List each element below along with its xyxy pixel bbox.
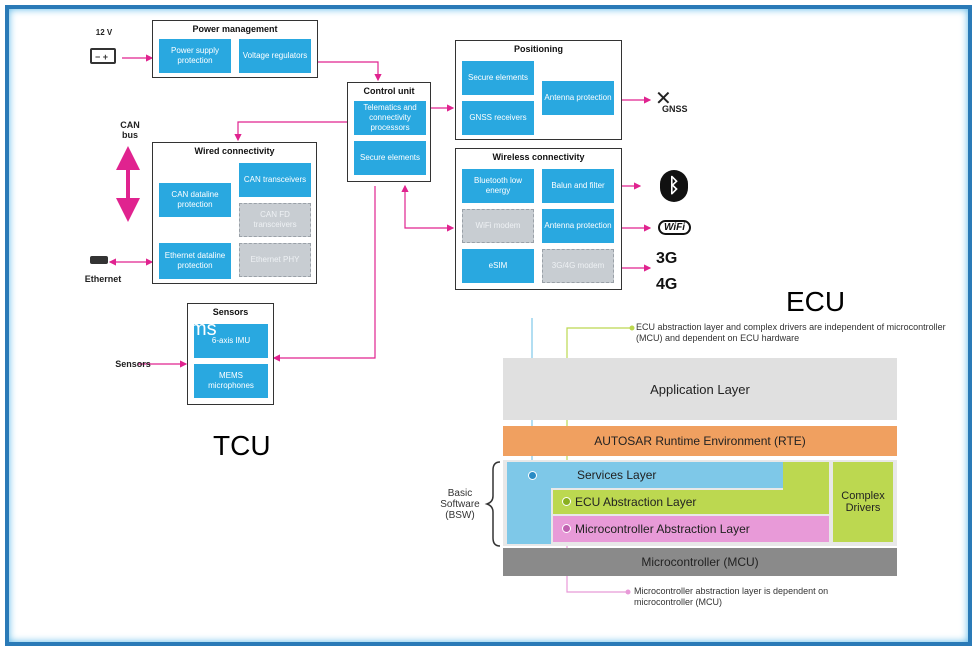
can-bus-label: CAN bus — [120, 120, 140, 140]
bluetooth-icon: ᛒ — [660, 170, 688, 202]
gnss-receivers-block: GNSS receivers — [462, 101, 534, 135]
ethernet-label: Ethernet — [84, 274, 122, 284]
ecu-abstraction-note: ECU abstraction layer and complex driver… — [636, 322, 946, 343]
bsw-label: Basic Software (BSW) — [440, 488, 480, 521]
wifi-modem-block: WiFi modem — [462, 209, 534, 243]
esim-block: eSIM — [462, 249, 534, 283]
3g-icon: 3G — [656, 250, 678, 267]
positioning-title: Positioning — [514, 44, 563, 54]
ethernet-dataline-protection-block: Ethernet dataline protection — [159, 243, 231, 279]
ethernet-phy-block: Ethernet PHY — [239, 243, 311, 277]
sensors-group: Sensors 6-axis IMU MEMS microphones — [187, 303, 274, 405]
positioning-group: Positioning Secure elements GNSS receive… — [455, 40, 622, 140]
ethernet-plug-icon — [90, 256, 108, 264]
tcu-label: TCU — [213, 430, 271, 461]
4g-icon: 4G — [656, 276, 678, 293]
battery-icon: − + — [90, 48, 116, 64]
power-management-title: Power management — [192, 24, 278, 34]
ecu-abstraction-layer: ECU Abstraction Layer — [553, 490, 829, 514]
voltage-regulators-block: Voltage regulators — [239, 39, 311, 73]
ecu-abstraction-marker-dot — [562, 497, 571, 506]
telematics-processors-block: Telematics and connectivity processors — [354, 101, 426, 135]
bluetooth-low-energy-block: Bluetooth low energy — [462, 169, 534, 203]
imu-block: 6-axis IMU — [194, 324, 268, 358]
wireless-connectivity-title: Wireless connectivity — [492, 152, 585, 162]
power-management-group: Power management Power supply protection… — [152, 20, 318, 78]
application-layer: Application Layer — [503, 358, 897, 420]
microcontroller-layer: Microcontroller (MCU) — [503, 548, 897, 576]
ecu-abstraction-extension — [783, 462, 829, 490]
power-supply-protection-block: Power supply protection — [159, 39, 231, 73]
3g-4g-modem-block: 3G/4G modem — [542, 249, 614, 283]
satellite-icon: ✕ — [655, 88, 672, 110]
wifi-icon: WiFi — [658, 220, 692, 235]
services-marker-dot — [528, 471, 537, 480]
overlay-text-fragment: ms — [190, 318, 217, 340]
balun-filter-block: Balun and filter — [542, 169, 614, 203]
can-dataline-protection-block: CAN dataline protection — [159, 183, 231, 217]
wireless-antenna-protection-block: Antenna protection — [542, 209, 614, 243]
control-secure-elements-block: Secure elements — [354, 141, 426, 175]
positioning-secure-elements-block: Secure elements — [462, 61, 534, 95]
wired-connectivity-title: Wired connectivity — [194, 146, 275, 156]
sensors-external-label: Sensors — [115, 359, 151, 369]
positioning-antenna-protection-block: Antenna protection — [542, 81, 614, 115]
mcal-layer: Microcontroller Abstraction Layer — [553, 516, 829, 542]
mcal-marker-dot — [562, 524, 571, 533]
can-fd-transceivers-block: CAN FD transceivers — [239, 203, 311, 237]
can-transceivers-block: CAN transceivers — [239, 163, 311, 197]
wireless-connectivity-group: Wireless connectivity Bluetooth low ener… — [455, 148, 622, 290]
control-unit-title: Control unit — [363, 86, 415, 96]
sensors-title: Sensors — [212, 307, 249, 317]
mems-microphones-block: MEMS microphones — [194, 364, 268, 398]
wired-connectivity-group: Wired connectivity CAN dataline protecti… — [152, 142, 317, 284]
gnss-label: GNSS — [662, 104, 688, 114]
label-12v: 12 V — [95, 28, 113, 37]
control-unit-group: Control unit Telematics and connectivity… — [347, 82, 431, 182]
services-layer: Services Layer — [507, 462, 783, 488]
complex-drivers-layer: Complex Drivers — [833, 462, 893, 542]
mcal-note: Microcontroller abstraction layer is dep… — [634, 586, 829, 607]
rte-layer: AUTOSAR Runtime Environment (RTE) — [503, 426, 897, 456]
ecu-label: ECU — [786, 286, 846, 317]
